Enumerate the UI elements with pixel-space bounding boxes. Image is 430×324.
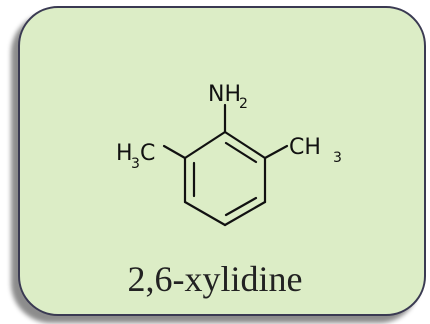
double-bond	[224, 141, 258, 164]
ring-bond	[223, 200, 267, 227]
right-methyl-subscript: 3	[333, 150, 342, 166]
left-methyl-c: C	[140, 141, 155, 166]
ring-bond	[183, 130, 227, 160]
right-methyl-bond	[263, 144, 289, 160]
right-methyl-label: CH	[289, 135, 321, 160]
ring-bond	[183, 200, 227, 227]
ring-bond	[223, 130, 267, 160]
left-methyl-h: H	[116, 141, 133, 166]
compound-name: 2,6-xylidine	[127, 259, 303, 299]
amine-subscript: 2	[239, 96, 248, 112]
left-methyl-subscript: 3	[131, 156, 140, 172]
amine-label: NH	[208, 82, 241, 107]
molecule-card	[18, 6, 426, 316]
double-bond	[224, 196, 258, 217]
left-methyl-bond	[162, 144, 187, 160]
